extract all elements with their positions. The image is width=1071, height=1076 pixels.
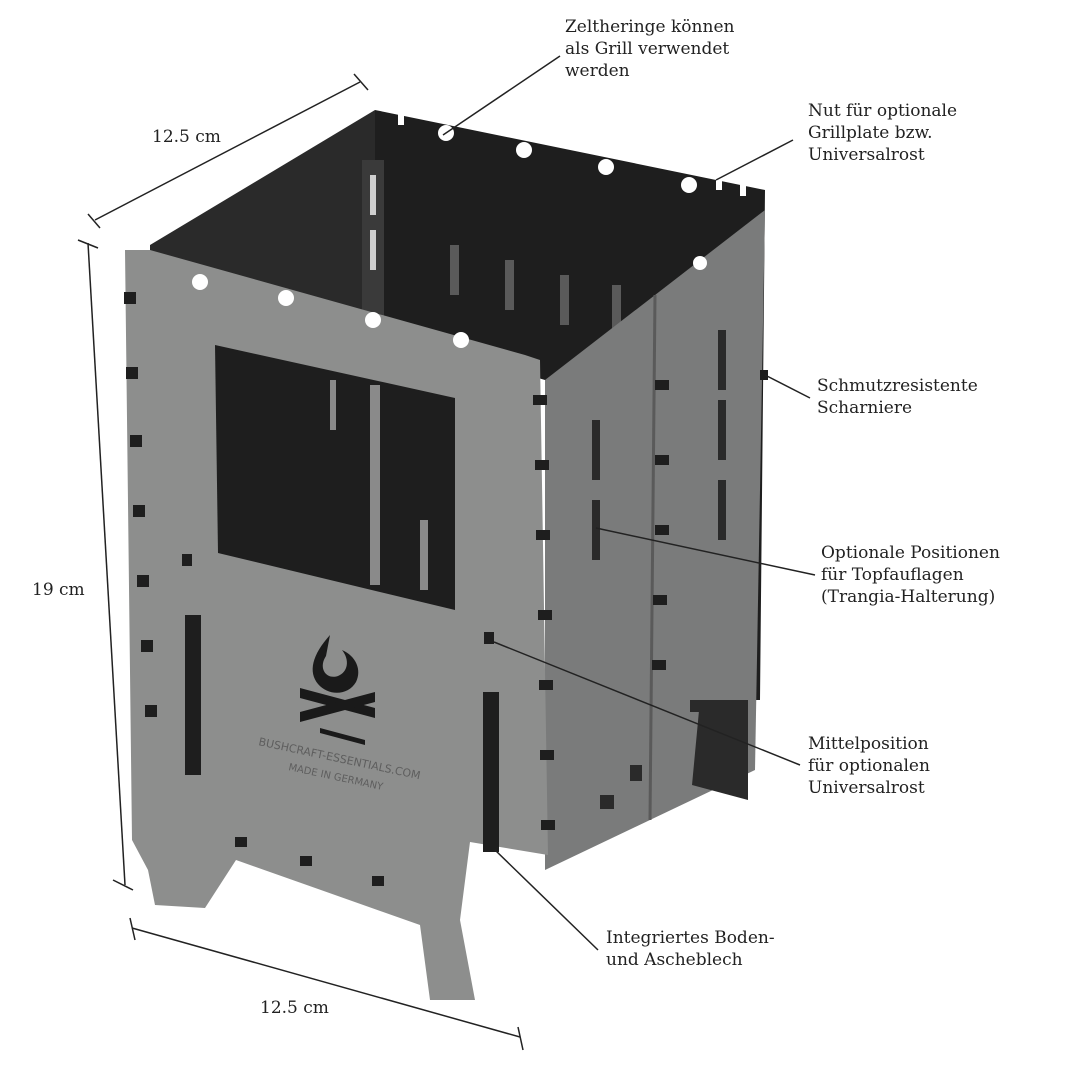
annotation-line: (Trangia-Halterung) bbox=[821, 587, 996, 607]
annotation-line: als Grill verwendet bbox=[565, 39, 730, 59]
annotation-line: Schmutzresistente bbox=[817, 376, 978, 396]
depth-dimension-label: 12.5 cm bbox=[152, 127, 221, 147]
annotation-line: Universalrost bbox=[808, 778, 925, 798]
right-panel-hole bbox=[693, 256, 707, 270]
front-window bbox=[215, 345, 455, 610]
right-panel-fold bbox=[648, 294, 657, 821]
annotation-line: Grillplate bzw. bbox=[808, 123, 933, 143]
window-inner-detail bbox=[330, 380, 428, 590]
annotation-center-position: Mittelposition für optionalen Universalr… bbox=[808, 733, 930, 799]
back-panel-slots bbox=[450, 245, 621, 335]
groove-notches bbox=[398, 113, 746, 196]
right-back-leg bbox=[692, 700, 748, 800]
annotation-groove: Nut für optionale Grillplate bzw. Univer… bbox=[808, 100, 957, 166]
height-dimension-label: 19 cm bbox=[32, 580, 85, 600]
annotation-line: und Ascheblech bbox=[606, 950, 743, 970]
right-panel-slots bbox=[592, 330, 726, 809]
annotation-line: Optionale Positionen bbox=[821, 543, 1000, 563]
annotation-line: Nut für optionale bbox=[808, 101, 958, 121]
leader-lines bbox=[442, 55, 816, 951]
annotation-line: Mittelposition bbox=[808, 734, 929, 754]
annotation-line: für optionalen bbox=[808, 756, 930, 776]
annotation-line: Universalrost bbox=[808, 145, 925, 165]
right-hinges bbox=[533, 370, 768, 830]
annotation-line: Integriertes Boden- bbox=[606, 928, 775, 948]
annotation-ash-tray: Integriertes Boden- und Ascheblech bbox=[606, 927, 775, 971]
annotation-line: Zeltheringe können bbox=[565, 17, 735, 37]
bottom-hinges bbox=[235, 837, 384, 886]
annotation-tent-pegs: Zeltheringe können als Grill verwendet w… bbox=[565, 16, 734, 82]
tent-peg-holes-front bbox=[192, 274, 469, 348]
annotation-line: für Topfauflagen bbox=[821, 565, 964, 585]
left-hinges bbox=[124, 292, 157, 717]
width-dimension-label: 12.5 cm bbox=[260, 998, 329, 1018]
annotation-pot-positions: Optionale Positionen für Topfauflagen (T… bbox=[821, 542, 1000, 608]
annotation-line: werden bbox=[565, 61, 630, 81]
campfire-flame-icon bbox=[300, 635, 375, 745]
annotation-line: Scharniere bbox=[817, 398, 913, 418]
dimension-lines bbox=[77, 73, 524, 1051]
front-panel-slots bbox=[182, 554, 499, 852]
annotation-hinges: Schmutzresistente Scharniere bbox=[817, 375, 978, 419]
